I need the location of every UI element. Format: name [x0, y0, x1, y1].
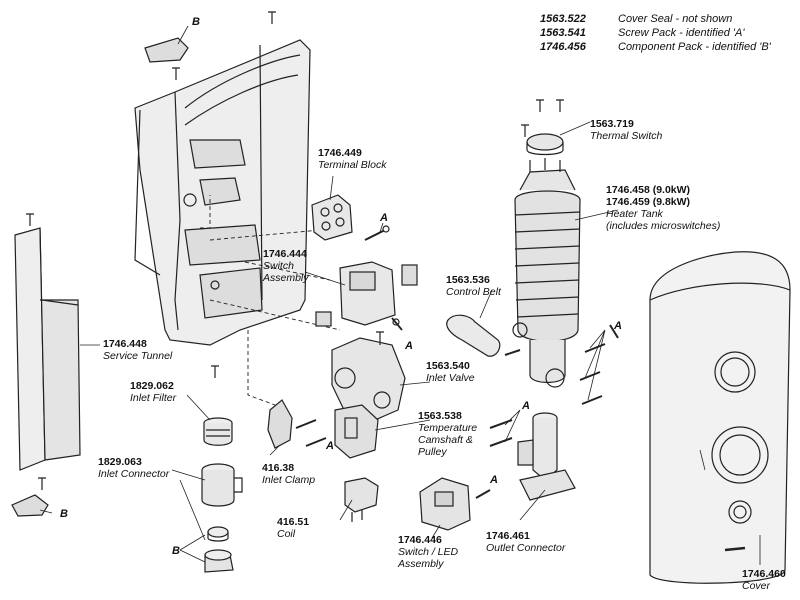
part-code: 1746.448	[103, 338, 147, 350]
label-inlet-valve: 1563.540 Inlet Valve	[426, 360, 475, 384]
label-thermal-switch: 1563.719 Thermal Switch	[590, 118, 662, 142]
part-name: Inlet Clamp	[262, 474, 316, 486]
switch-assembly-part	[315, 261, 418, 331]
ref-a-marker: A	[522, 400, 530, 412]
ref-b-marker: B	[60, 508, 68, 520]
switch-led-part	[419, 477, 491, 531]
part-code: 1746.461	[486, 530, 530, 542]
part-code: 1746.460	[742, 568, 786, 580]
control-belt-part	[446, 314, 501, 357]
note-row: 1563.522 Cover Seal - not shown	[540, 12, 771, 26]
nut-part	[204, 549, 234, 573]
part-code: 1829.062	[130, 380, 174, 392]
clip-part	[144, 37, 189, 63]
inlet-valve-part	[331, 331, 406, 421]
part-code: 1746.449	[318, 147, 362, 159]
part-code: 416.51	[277, 516, 310, 528]
ref-a-marker: A	[326, 440, 334, 452]
part-name: Terminal Block	[318, 159, 387, 171]
label-service-tunnel: 1746.448 Service Tunnel	[103, 338, 172, 362]
ref-b-marker: B	[192, 16, 200, 28]
part-description: Screw Pack - identified 'A'	[618, 27, 745, 39]
label-inlet-clamp: 416.38 Inlet Clamp	[262, 462, 315, 486]
part-code: 1563.522	[540, 13, 586, 25]
part-name: Assembly	[398, 558, 444, 570]
part-code: 1746.458 (9.0kW)	[606, 184, 691, 196]
label-inlet-connector: 1829.063 Inlet Connector	[98, 456, 169, 480]
part-name: Assembly	[263, 272, 309, 284]
part-code: 416.38	[262, 462, 295, 474]
outlet-connector-part	[489, 412, 576, 501]
label-outlet-connector: 1746.461 Outlet Connector	[486, 530, 565, 554]
label-control-belt: 1563.536 Control Belt	[446, 274, 501, 298]
part-name: Temperature	[418, 422, 478, 434]
part-code: 1563.540	[426, 360, 470, 372]
heater-tank-part	[512, 158, 581, 388]
label-switch-assembly: 1746.444 Switch Assembly	[263, 248, 309, 284]
label-camshaft-pulley: 1563.538 Temperature Camshaft & Pulley	[418, 410, 477, 458]
label-heater-tank: 1746.458 (9.0kW) 1746.459 (9.8kW) Heater…	[606, 184, 720, 232]
ref-a-marker: A	[405, 340, 413, 352]
part-code: 1746.446	[398, 534, 442, 546]
part-code: 1563.719	[590, 118, 634, 130]
ref-a-marker: A	[614, 320, 622, 332]
clip-part	[11, 477, 49, 517]
label-terminal-block: 1746.449 Terminal Block	[318, 147, 386, 171]
part-code: 1563.536	[446, 274, 490, 286]
part-name: Coil	[277, 528, 296, 540]
cover-part	[649, 251, 791, 584]
label-coil: 416.51 Coil	[277, 516, 309, 540]
inlet-filter-part	[203, 417, 233, 446]
part-name: Inlet Connector	[98, 468, 170, 480]
part-name: (includes microswitches)	[606, 220, 721, 232]
part-description: Cover Seal - not shown	[618, 13, 733, 25]
inlet-clamp-part	[267, 399, 327, 449]
label-switch-led: 1746.446 Switch / LED Assembly	[398, 534, 458, 570]
part-code: 1746.456	[540, 41, 586, 53]
ref-a-marker: A	[380, 212, 388, 224]
part-code: 1746.444	[263, 248, 307, 260]
screw-icon	[172, 11, 276, 378]
part-name: Switch / LED	[398, 546, 459, 558]
part-name: Camshaft &	[418, 434, 473, 446]
inlet-connector-part	[201, 463, 243, 507]
part-name: Control Belt	[446, 286, 501, 298]
coil-part	[344, 477, 379, 522]
part-name: Outlet Connector	[486, 542, 566, 554]
part-code: 1829.063	[98, 456, 142, 468]
label-cover: 1746.460 Cover	[742, 568, 786, 592]
terminal-block-part	[311, 194, 353, 241]
note-row: 1563.541 Screw Pack - identified 'A'	[540, 26, 771, 40]
parts-notes: 1563.522 Cover Seal - not shown 1563.541…	[540, 12, 771, 54]
part-code: 1563.538	[418, 410, 462, 422]
part-name: Inlet Filter	[130, 392, 177, 404]
label-inlet-filter: 1829.062 Inlet Filter	[130, 380, 176, 404]
part-code: 1563.541	[540, 27, 586, 39]
part-name: Heater Tank	[606, 208, 663, 220]
ref-a-marker: A	[490, 474, 498, 486]
part-name: Cover	[742, 580, 771, 592]
thermal-switch-part	[521, 99, 564, 156]
washer-part	[207, 526, 229, 542]
part-name: Pulley	[418, 446, 447, 458]
back-plate	[134, 39, 341, 406]
service-tunnel-part	[14, 213, 81, 471]
note-row: 1746.456 Component Pack - identified 'B'	[540, 40, 771, 54]
screw-icon	[364, 225, 390, 241]
part-description: Component Pack - identified 'B'	[618, 41, 771, 53]
part-name: Inlet Valve	[426, 372, 475, 384]
ref-b-marker: B	[172, 545, 180, 557]
part-name: Service Tunnel	[103, 350, 173, 362]
part-name: Switch	[263, 260, 294, 272]
part-name: Thermal Switch	[590, 130, 663, 142]
leader-lines	[39, 25, 761, 565]
part-code: 1746.459 (9.8kW)	[606, 196, 691, 208]
camshaft-pulley-part	[334, 404, 379, 459]
